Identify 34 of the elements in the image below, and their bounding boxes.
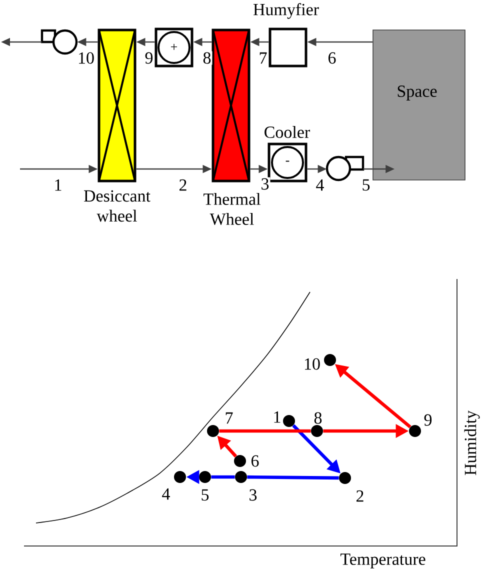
point-number: 5 <box>202 489 209 501</box>
fan-symbol <box>326 156 364 182</box>
edge-label: 6 <box>326 51 338 65</box>
point-number: 6 <box>252 455 259 467</box>
point-number: 4 <box>162 488 170 500</box>
component-label: Humyfier <box>253 3 319 19</box>
component-label: Desiccant wheel <box>84 190 150 222</box>
axis-title: Temperature <box>340 554 426 568</box>
fan-symbol <box>40 29 78 55</box>
component-label: Thermal Wheel <box>204 192 260 226</box>
edge-label: 8 <box>202 51 212 65</box>
point-number: 9 <box>424 414 432 426</box>
line <box>247 475 339 480</box>
space-box: Space <box>372 30 466 180</box>
edge-label: 4 <box>314 178 326 192</box>
heater-box: + <box>154 28 194 68</box>
point-number: 2 <box>356 490 364 502</box>
axis-title: Humidity <box>464 410 480 476</box>
cooler-box: - <box>268 142 308 182</box>
point-number: 7 <box>226 412 233 424</box>
edge-label: 9 <box>144 51 154 65</box>
point-number: 1 <box>274 411 280 423</box>
point-number: 8 <box>314 412 322 424</box>
edge-label: 10 <box>76 51 96 65</box>
line <box>219 429 311 433</box>
point-number: 10 <box>305 358 320 370</box>
line <box>211 475 235 479</box>
edge-label: 2 <box>178 178 188 192</box>
point-number: 3 <box>250 489 257 501</box>
component-label: Cooler <box>264 126 310 138</box>
edge-label: 5 <box>360 178 372 192</box>
edge-label: 3 <box>260 177 270 191</box>
edge-label: 7 <box>258 51 268 65</box>
edge-label: 1 <box>52 178 64 192</box>
